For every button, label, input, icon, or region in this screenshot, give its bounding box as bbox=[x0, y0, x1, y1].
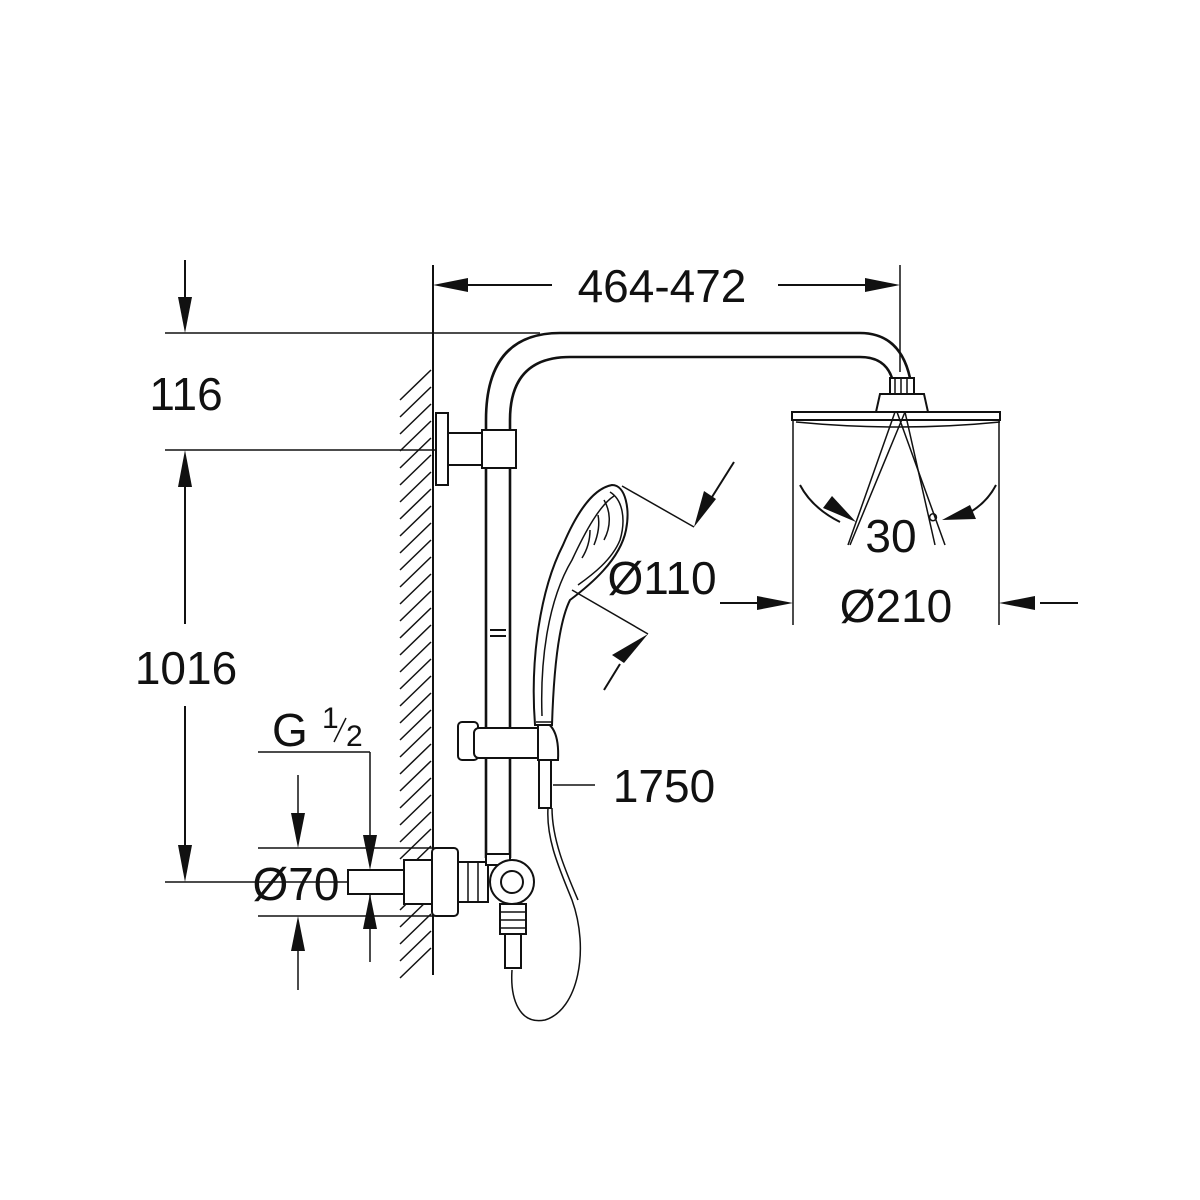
hatch-line bbox=[399, 454, 432, 486]
dimension-hose-length: 1750 bbox=[553, 760, 715, 812]
hand-shower bbox=[532, 483, 629, 726]
shower-hose bbox=[511, 807, 582, 1022]
hatch-line bbox=[399, 624, 432, 656]
wall-hatching bbox=[399, 369, 432, 979]
tilt-angle-unit: ° bbox=[927, 508, 939, 541]
hatch-line bbox=[399, 794, 432, 826]
hatch-line bbox=[399, 930, 432, 962]
hatch-line bbox=[399, 471, 432, 503]
flange-diameter-label: Ø70 bbox=[253, 858, 340, 910]
head-diameter-label: Ø210 bbox=[840, 580, 953, 632]
hatch-line bbox=[399, 641, 432, 673]
hatch-line bbox=[399, 437, 432, 469]
dimension-heights: 116 1016 bbox=[135, 260, 540, 883]
hatch-line bbox=[399, 658, 432, 690]
hatch-line bbox=[399, 420, 432, 452]
hatch-line bbox=[399, 573, 432, 605]
hatch-line bbox=[399, 386, 432, 418]
hatch-line bbox=[399, 913, 432, 945]
hatch-line bbox=[399, 505, 432, 537]
hatch-line bbox=[399, 607, 432, 639]
dimension-head-diameter: Ø210 bbox=[720, 580, 1078, 632]
wall-bracket bbox=[435, 412, 517, 486]
hatch-line bbox=[399, 590, 432, 622]
hatch-line bbox=[399, 811, 432, 843]
hatch-line bbox=[399, 675, 432, 707]
thread-label: G bbox=[272, 704, 308, 756]
head-shower bbox=[791, 377, 1001, 625]
shower-arm bbox=[484, 331, 912, 858]
hatch-line bbox=[399, 539, 432, 571]
dimension-connection: G 1 2 Ø70 bbox=[253, 702, 436, 990]
top-height-label: 116 bbox=[149, 368, 222, 420]
thread-denominator: 2 bbox=[346, 720, 363, 753]
dimension-tilt-angle: 30 ° bbox=[799, 411, 997, 562]
rail-segments bbox=[490, 629, 506, 637]
rail-height-label: 1016 bbox=[135, 642, 237, 694]
hatch-line bbox=[399, 692, 432, 724]
thread-numerator: 1 bbox=[322, 702, 339, 735]
hatch-line bbox=[399, 947, 432, 979]
hose-length-label: 1750 bbox=[613, 760, 715, 812]
hatch-line bbox=[399, 522, 432, 554]
hand-shower-holder bbox=[457, 718, 560, 809]
hatch-line bbox=[399, 403, 432, 435]
hatch-line bbox=[399, 488, 432, 520]
hatch-line bbox=[399, 743, 432, 775]
hand-diameter-label: Ø110 bbox=[607, 552, 716, 604]
hatch-line bbox=[399, 828, 432, 860]
hatch-line bbox=[399, 726, 432, 758]
hatch-line bbox=[399, 777, 432, 809]
arm-projection-label: 464-472 bbox=[578, 260, 747, 312]
hatch-line bbox=[399, 760, 432, 792]
tilt-angle-label: 30 bbox=[865, 510, 916, 562]
diverter-valve bbox=[347, 847, 535, 969]
dimension-hand-diameter: Ø110 bbox=[571, 461, 735, 691]
hatch-line bbox=[399, 556, 432, 588]
hatch-line bbox=[399, 709, 432, 741]
hatch-line bbox=[399, 369, 432, 401]
